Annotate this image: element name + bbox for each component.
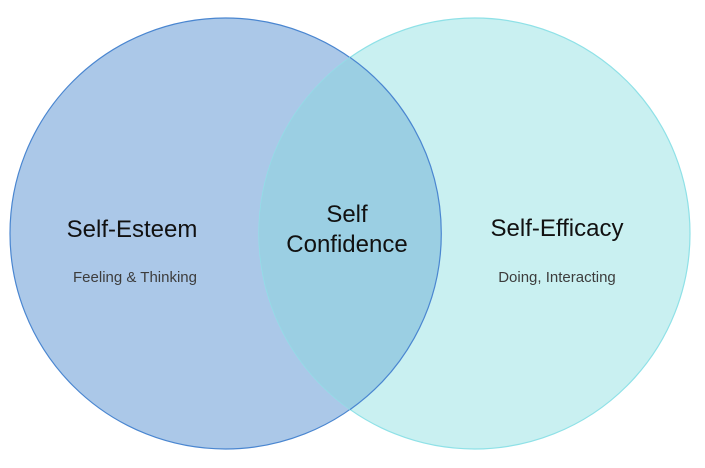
self-confidence-line2: Confidence	[286, 231, 408, 258]
self-confidence-line1: Self	[326, 201, 368, 228]
self-esteem-subtitle: Feeling & Thinking	[73, 269, 197, 286]
self-esteem-title: Self-Esteem	[66, 216, 198, 243]
overlap-region	[259, 18, 441, 449]
self-efficacy-title: Self-Efficacy	[490, 215, 624, 242]
self-efficacy-subtitle: Doing, Interacting	[498, 269, 616, 286]
self-esteem-circle-right-arc	[349, 56, 442, 411]
